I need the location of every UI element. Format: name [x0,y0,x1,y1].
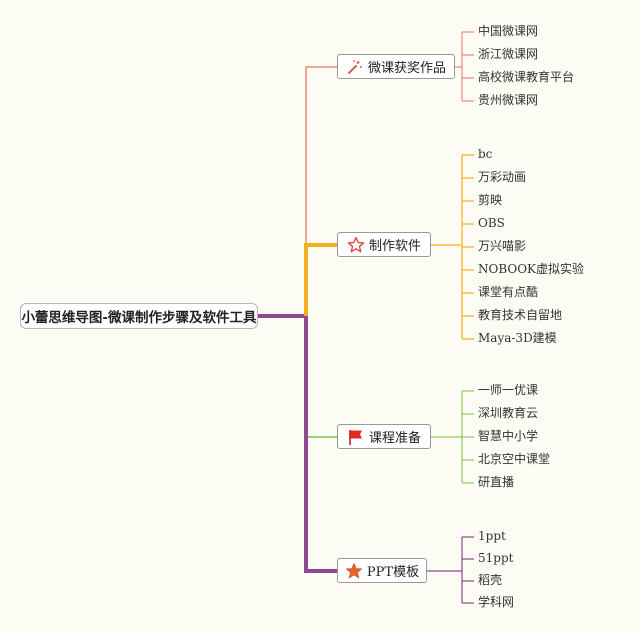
leaf-item[interactable]: 智慧中小学 [478,429,539,443]
leaf-item[interactable]: 教育技术自留地 [478,308,563,322]
leaf-item[interactable]: 中国微课网 [478,24,539,38]
branch-label: 微课获奖作品 [367,61,446,76]
magic-wand-icon [347,59,362,74]
branch-label: 课程准备 [368,431,421,446]
leaf-item[interactable]: 万兴喵影 [478,239,527,253]
leaf-item[interactable]: NOBOOK虚拟实验 [478,262,585,276]
leaf-item[interactable]: OBS [478,216,505,230]
branch-label: 制作软件 [368,239,421,254]
leaf-item[interactable]: 深圳教育云 [478,406,539,420]
branch-software[interactable]: 制作软件 [337,232,431,257]
leaf-item[interactable]: 1ppt [478,529,506,543]
leaf-item[interactable]: 一师一优课 [478,383,539,397]
branch-connector [304,243,337,316]
leaf-item[interactable]: 51ppt [478,551,514,565]
leaf-item[interactable]: 浙江微课网 [478,47,539,61]
leaf-item[interactable]: Maya-3D建模 [478,331,557,345]
leaf-item[interactable]: 研直播 [478,475,515,489]
root-node[interactable]: 小蕾思维导图-微课制作步骤及软件工具 [20,303,258,329]
leaf-item[interactable]: 学科网 [478,595,515,609]
branch-award-works[interactable]: 微课获奖作品 [337,54,455,79]
orange-star-icon [345,562,362,578]
leaf-item[interactable]: 课堂有点酷 [478,285,539,299]
root-title: 小蕾思维导图-微课制作步骤及软件工具 [21,310,257,326]
star-outline-icon [347,236,365,253]
leaf-item[interactable]: 剪映 [478,193,503,207]
branch-course-prep[interactable]: 课程准备 [337,424,431,449]
branch-connector [305,66,337,316]
branch-label: PPT模板 [366,565,420,580]
leaf-item[interactable]: 贵州微课网 [478,93,539,107]
leaf-item[interactable]: 稻壳 [478,573,503,587]
branch-ppt-templates[interactable]: PPT模板 [337,558,427,583]
branch-connector [304,316,337,573]
branch-connector [305,316,337,438]
leaf-item[interactable]: 万彩动画 [478,170,527,184]
leaf-item[interactable]: 北京空中课堂 [478,452,551,466]
red-flag-icon [349,429,362,445]
leaf-item[interactable]: bc [478,147,493,161]
leaf-item[interactable]: 高校微课教育平台 [478,70,575,84]
